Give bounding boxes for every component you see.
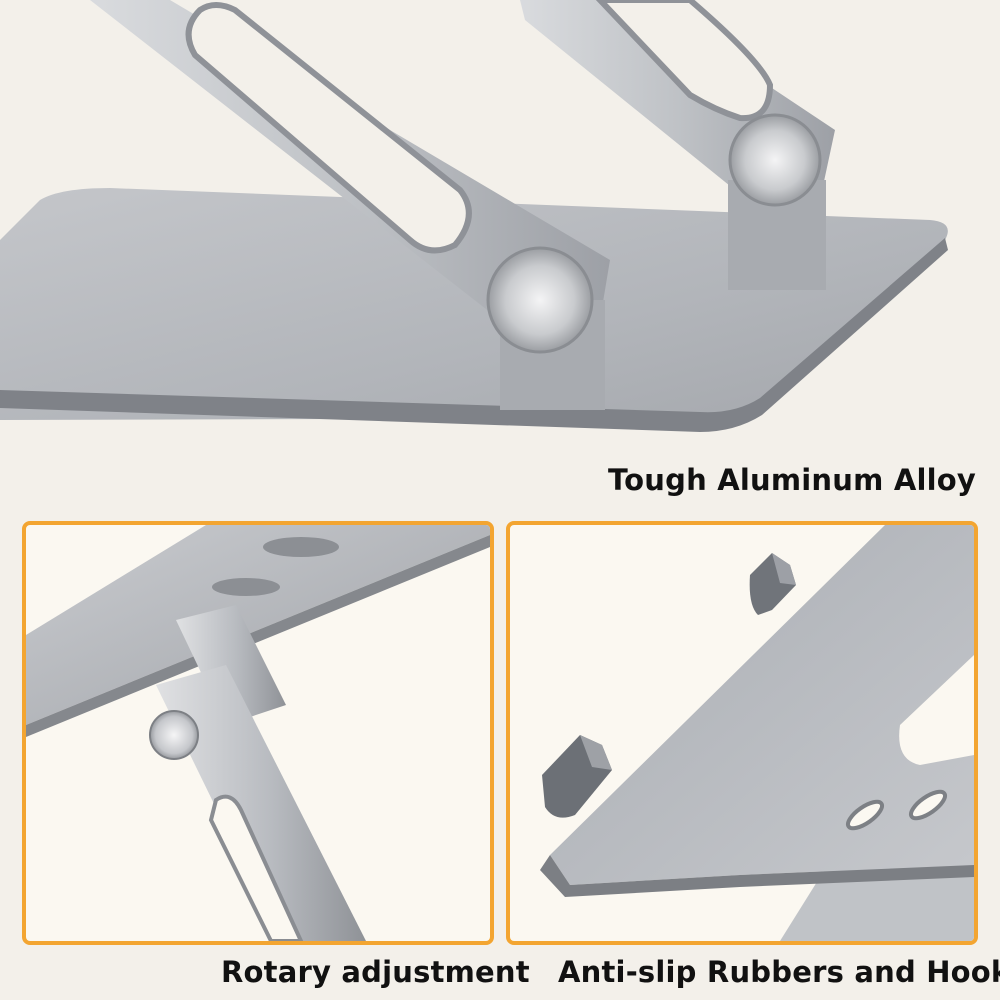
panel-rotary-adjustment <box>22 521 494 945</box>
anti-slip-rubber-bottom <box>542 735 612 818</box>
hero-product-image <box>0 0 948 432</box>
panel-anti-slip-hooks <box>506 521 978 945</box>
left-support-arm <box>90 0 610 410</box>
hooks-image <box>540 525 974 941</box>
hinge-knob-left <box>486 246 594 354</box>
caption-tough-aluminum-alloy: Tough Aluminum Alloy <box>608 463 976 497</box>
base-plate <box>0 188 948 432</box>
caption-anti-slip-rubbers-and-hooks: Anti-slip Rubbers and Hooks <box>558 955 1000 989</box>
caption-rotary-adjustment: Rotary adjustment <box>221 955 530 989</box>
rotary-joint-image <box>26 525 490 941</box>
anti-slip-rubber-top <box>749 553 796 615</box>
rotary-knob <box>149 710 199 760</box>
hinge-knob-right <box>728 113 822 207</box>
